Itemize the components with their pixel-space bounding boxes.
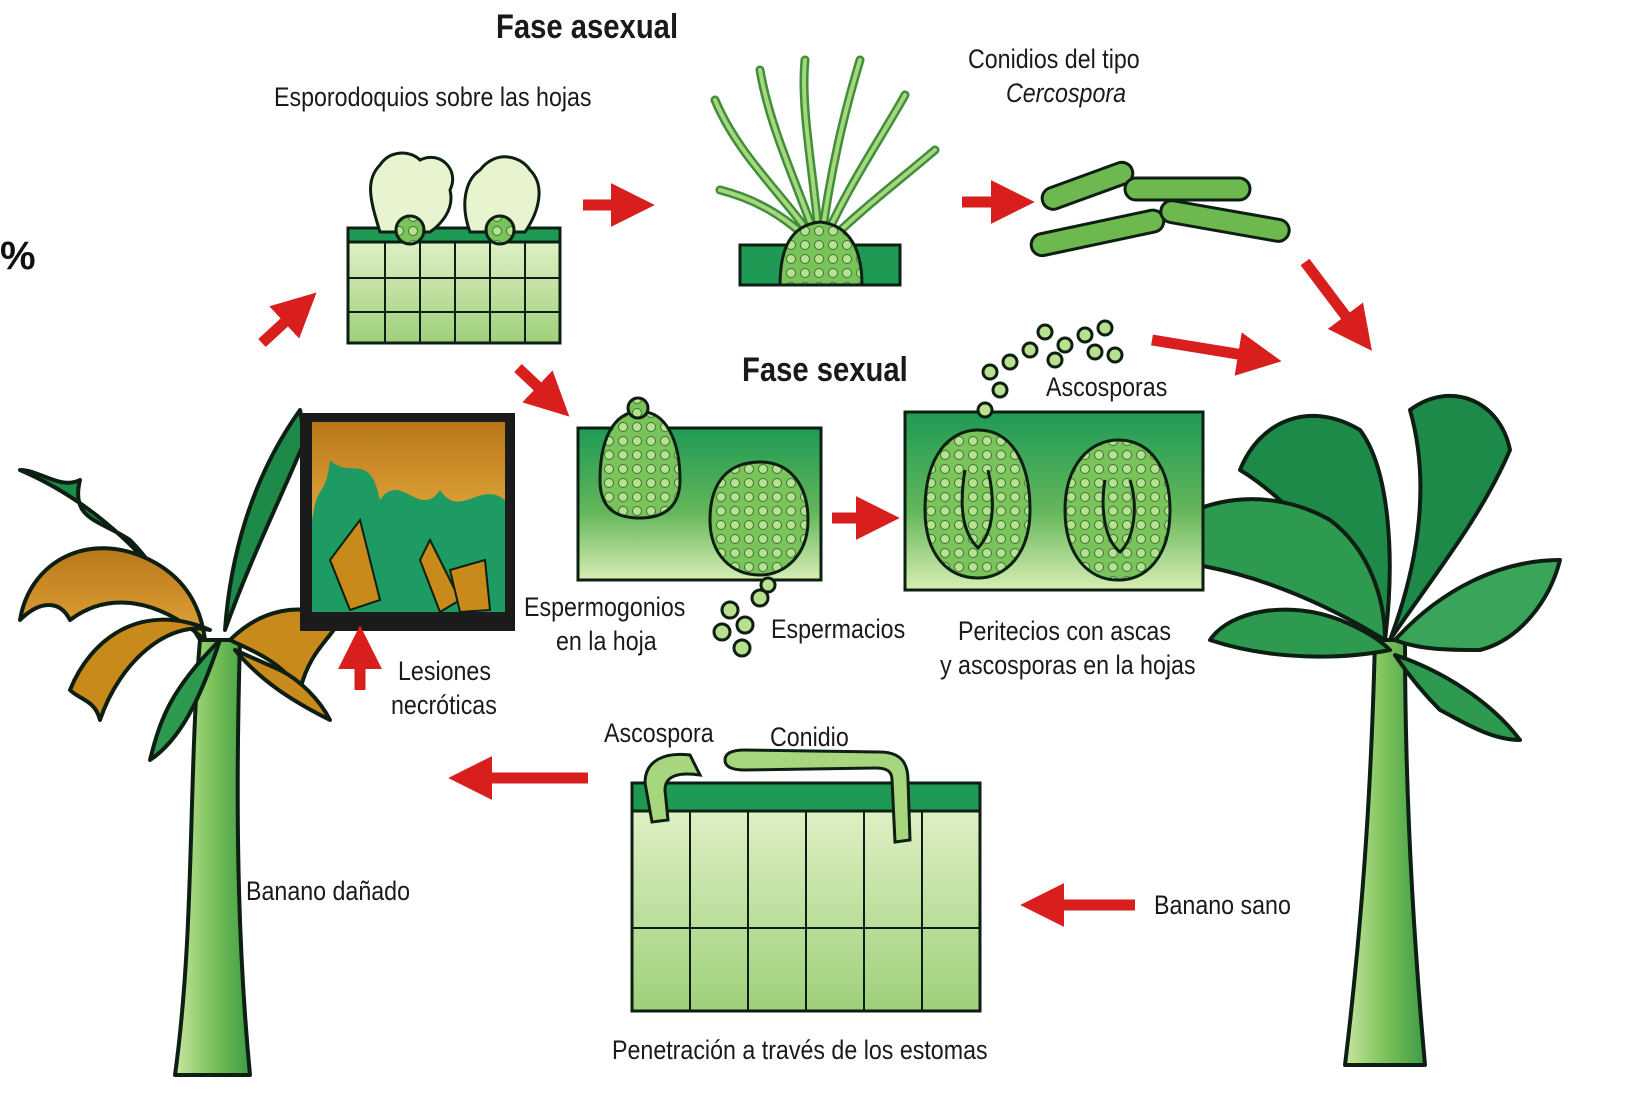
label-banano-sano: Banano sano	[1154, 890, 1291, 920]
arrow-to-sporodochia	[262, 306, 302, 343]
arrow-to-spermogonia	[518, 368, 555, 403]
label-fase-asexual: Fase asexual	[496, 12, 678, 42]
perithecia-illustration	[905, 321, 1203, 590]
necrotic-lesion-box	[300, 413, 515, 631]
label-banano-danado: Banano dañado	[246, 876, 410, 906]
label-peritecios-line2: y ascosporas en la hojas	[940, 650, 1196, 680]
conidiophore-fan-illustration	[715, 60, 935, 285]
edge-percent-mark: %	[0, 234, 36, 279]
arrow-ascospores-to-healthy	[1152, 340, 1262, 358]
label-peritecios-line1: Peritecios con ascas	[958, 616, 1171, 646]
label-conidio: Conidio	[770, 722, 849, 752]
conidia-spores	[1029, 159, 1291, 257]
label-conidios-line1: Conidios del tipo	[968, 44, 1140, 74]
label-fase-sexual: Fase sexual	[742, 355, 908, 385]
label-penetracion: Penetración a través de los estomas	[612, 1035, 988, 1065]
label-ascospora: Ascospora	[604, 718, 714, 748]
label-espermogonios-line2: en la hoja	[556, 626, 657, 656]
label-esporodoquios: Esporodoquios sobre las hojas	[274, 82, 592, 112]
label-conidios-line2: Cercospora	[1006, 78, 1126, 108]
stomata-penetration-illustration	[632, 750, 980, 1011]
label-espermacios: Espermacios	[771, 614, 905, 644]
label-lesiones-line2: necróticas	[391, 690, 497, 720]
label-ascosporas: Ascosporas	[1046, 372, 1167, 402]
label-espermogonios-line1: Espermogonios	[524, 592, 685, 622]
sporodochia-illustration	[348, 153, 560, 343]
label-lesiones-line1: Lesiones	[398, 656, 491, 686]
damaged-banana-plant	[20, 410, 340, 1075]
arrow-conidia-to-healthy	[1305, 262, 1360, 335]
